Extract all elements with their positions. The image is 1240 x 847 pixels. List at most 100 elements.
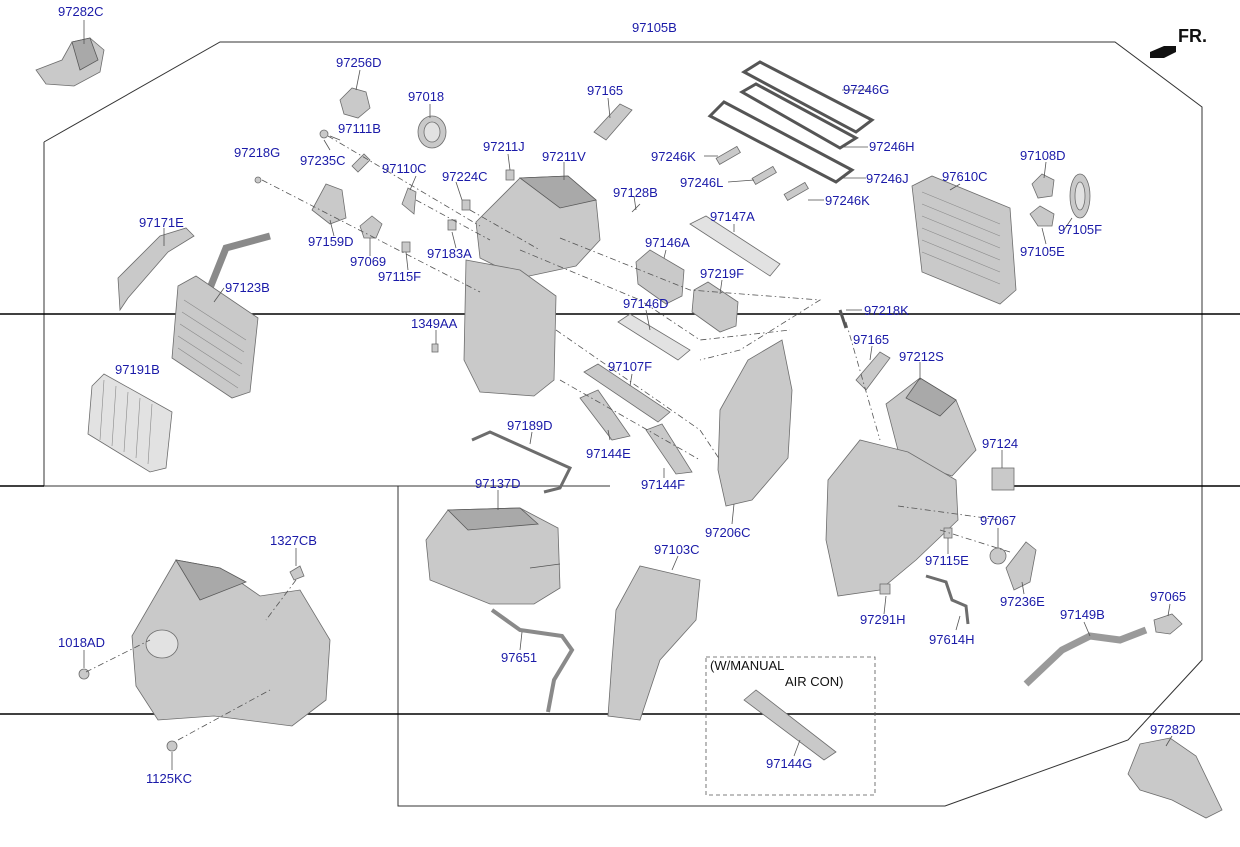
assembly-outline: [43, 41, 1203, 807]
label-97246K-b[interactable]: 97246K: [825, 193, 870, 208]
label-97610C[interactable]: 97610C: [942, 169, 988, 184]
label-97108D[interactable]: 97108D: [1020, 148, 1066, 163]
part-97108D-shape: [1031, 173, 1055, 199]
label-97246H[interactable]: 97246H: [869, 139, 915, 154]
label-97256D[interactable]: 97256D: [336, 55, 382, 70]
part-97149B-shape: [1023, 626, 1148, 687]
label-97110C[interactable]: 97110C: [382, 161, 427, 176]
part-97282D-shape: [1127, 737, 1223, 819]
part-97165-top-shape: [593, 103, 633, 141]
part-97147A-shape: [689, 215, 781, 277]
part-blower-unit-shape: [131, 559, 331, 727]
part-97191B-shape: [87, 373, 173, 473]
front-arrow-icon: [1150, 46, 1176, 58]
label-97246L[interactable]: 97246L: [680, 175, 723, 190]
label-97144E[interactable]: 97144E: [586, 446, 631, 461]
label-97124[interactable]: 97124: [982, 436, 1018, 451]
part-97115E-shape: [943, 527, 953, 539]
part-97651-shape: [490, 608, 575, 713]
label-97146A[interactable]: 97146A: [645, 235, 690, 250]
label-97282D[interactable]: 97282D: [1150, 722, 1196, 737]
label-97107F[interactable]: 97107F: [608, 359, 652, 374]
label-97211V[interactable]: 97211V: [542, 149, 586, 164]
part-97614H-shape: [925, 574, 970, 625]
label-97144G[interactable]: 97144G: [766, 756, 812, 771]
label-1018AD[interactable]: 1018AD: [58, 635, 105, 650]
label-97212S[interactable]: 97212S: [899, 349, 944, 364]
label-1349AA[interactable]: 1349AA: [411, 316, 458, 331]
leader-lines: [83, 20, 1173, 770]
part-97235C-shape: [351, 153, 371, 173]
label-97246G[interactable]: 97246G: [843, 82, 889, 97]
label-97149B[interactable]: 97149B: [1060, 607, 1105, 622]
part-97183A-shape: [447, 219, 457, 231]
label-97105E[interactable]: 97105E: [1020, 244, 1065, 259]
part-97218K-shape: [838, 309, 848, 329]
part-97165-mid-shape: [855, 351, 891, 391]
label-97065[interactable]: 97065: [1150, 589, 1186, 604]
label-97165-mid[interactable]: 97165: [853, 332, 889, 347]
label-97246J[interactable]: 97246J: [866, 171, 909, 186]
part-97246H-shape: [738, 82, 859, 150]
label-97115F[interactable]: 97115F: [378, 269, 421, 284]
part-97246L-shape: [751, 165, 777, 186]
label-97137D[interactable]: 97137D: [475, 476, 521, 491]
part-97236E-shape: [1005, 541, 1037, 591]
part-97246K-a-shape: [715, 145, 741, 166]
manual-aircon-note-line1: (W/MANUAL: [710, 658, 784, 673]
label-97103C[interactable]: 97103C: [654, 542, 700, 557]
label-97651[interactable]: 97651: [501, 650, 537, 665]
part-97018-shape: [417, 115, 447, 149]
label-97171E[interactable]: 97171E: [139, 215, 184, 230]
label-97291H[interactable]: 97291H: [860, 612, 906, 627]
label-97146D[interactable]: 97146D: [623, 296, 669, 311]
label-97105F[interactable]: 97105F: [1058, 222, 1102, 237]
label-97191B[interactable]: 97191B: [115, 362, 160, 377]
assembly-guide-lines: [85, 135, 1011, 741]
label-97183A[interactable]: 97183A: [427, 246, 472, 261]
label-97236E[interactable]: 97236E: [1000, 594, 1045, 609]
label-97218G[interactable]: 97218G: [234, 145, 280, 160]
part-97159D-shape: [311, 183, 347, 225]
label-97219F[interactable]: 97219F: [700, 266, 744, 281]
label-1125KC[interactable]: 1125KC: [146, 771, 192, 786]
label-97105B[interactable]: 97105B: [632, 20, 677, 35]
label-97218K[interactable]: 97218K: [864, 303, 909, 318]
part-97067-shape: [989, 547, 1007, 565]
part-1125KC-shape: [166, 740, 178, 752]
label-97144F[interactable]: 97144F: [641, 477, 685, 492]
label-97147A[interactable]: 97147A: [710, 209, 755, 224]
label-97165-top[interactable]: 97165: [587, 83, 623, 98]
label-97614H[interactable]: 97614H: [929, 632, 975, 647]
part-97065-shape: [1153, 613, 1183, 635]
manual-aircon-note-line2: AIR CON): [785, 674, 844, 689]
label-97211J[interactable]: 97211J: [483, 139, 525, 154]
part-97105F-shape: [1069, 173, 1091, 219]
label-97067[interactable]: 97067: [980, 513, 1016, 528]
label-97282C[interactable]: 97282C: [58, 4, 104, 19]
label-1327CB[interactable]: 1327CB: [270, 533, 317, 548]
label-97111B[interactable]: 97111B: [338, 121, 381, 136]
label-97206C[interactable]: 97206C: [705, 525, 751, 540]
part-97291H-shape: [879, 583, 891, 595]
part-97246J-shape: [707, 100, 855, 184]
part-97107F-shape: [583, 363, 671, 423]
part-97224C-shape: [461, 199, 471, 211]
label-97159D[interactable]: 97159D: [308, 234, 354, 249]
label-97115E[interactable]: 97115E: [925, 553, 969, 568]
label-97069[interactable]: 97069: [350, 254, 386, 269]
label-97235C[interactable]: 97235C: [300, 153, 346, 168]
part-1349AA-shape: [431, 343, 439, 353]
part-97610C-shape: [911, 175, 1017, 305]
label-97018[interactable]: 97018: [408, 89, 444, 104]
part-97105E-shape: [1029, 205, 1055, 227]
part-97110C-shape: [401, 187, 417, 215]
label-97246K-a[interactable]: 97246K: [651, 149, 696, 164]
label-97128B[interactable]: 97128B: [613, 185, 658, 200]
part-97144E-shape: [579, 389, 631, 441]
part-labels: 97282C 97105B 97256D 97018 97165 97246G …: [58, 4, 1196, 786]
label-97224C[interactable]: 97224C: [442, 169, 488, 184]
label-97123B[interactable]: 97123B: [225, 280, 270, 295]
label-97189D[interactable]: 97189D: [507, 418, 553, 433]
orientation-label: FR.: [1178, 26, 1207, 46]
